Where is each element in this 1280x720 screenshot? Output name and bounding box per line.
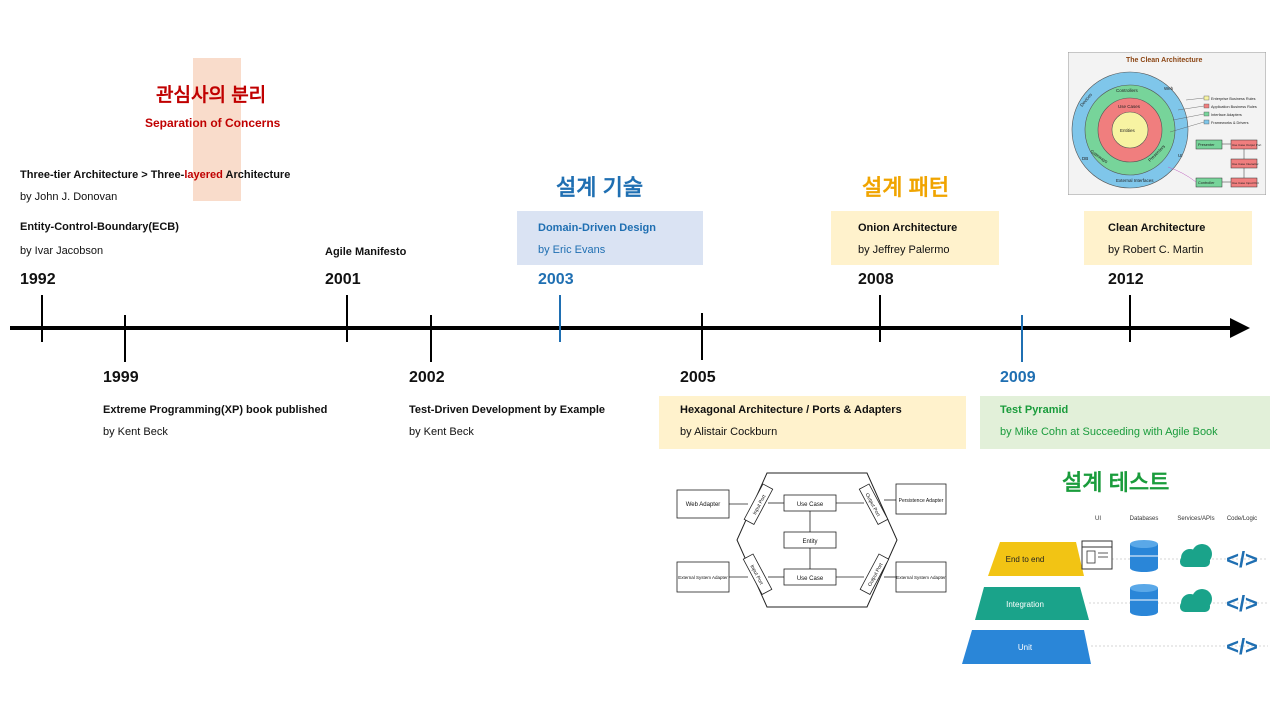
- hexagonal-diagram: Web Adapter Persistence Adapter External…: [676, 472, 947, 608]
- clean-controllers: Controllers: [1116, 88, 1139, 93]
- agile-title: Agile Manifesto: [325, 246, 407, 258]
- clean-title: Clean Architecture: [1108, 222, 1206, 234]
- tdd-by: by Kent Beck: [409, 426, 474, 438]
- clean-legend-3: Interface Adapters: [1211, 113, 1242, 117]
- year-2001: 2001: [325, 271, 361, 288]
- ecb-by: by Ivar Jacobson: [20, 245, 104, 257]
- tick-2012: [1129, 295, 1131, 342]
- ecb-title: Entity-Control-Boundary(ECB): [20, 221, 179, 233]
- clean-by: by Robert C. Martin: [1108, 244, 1204, 256]
- clean-diagram-title: The Clean Architecture: [1126, 57, 1202, 64]
- year-2003: 2003: [538, 271, 574, 288]
- onion-by: by Jeffrey Palermo: [858, 244, 950, 256]
- ddd-box: [517, 211, 703, 265]
- hexagonal-by: by Alistair Cockburn: [680, 426, 778, 438]
- tick-2005: [701, 313, 703, 360]
- clean-web: Web: [1164, 86, 1174, 91]
- pyramid-code-icon-1: </>: [1226, 547, 1258, 572]
- pyramid-cloud-icon-2: [1180, 589, 1212, 612]
- pyramid-level-e2e: End to end: [1006, 555, 1045, 564]
- tick-1999: [124, 315, 126, 362]
- hexagonal-box: [659, 396, 966, 449]
- year-1992: 1992: [20, 271, 56, 288]
- ddd-by: by Eric Evans: [538, 244, 606, 256]
- hex-persistence-adapter: Persistence Adapter: [899, 498, 944, 504]
- pyramid-by: by Mike Cohn at Succeeding with Agile Bo…: [1000, 426, 1218, 438]
- separation-title-kr: 관심사의 분리: [156, 85, 267, 106]
- clean-architecture-diagram: The Clean Architecture Entities Use Case…: [1068, 52, 1266, 195]
- three-tier-title: Three-tier Architecture > Three-layered …: [20, 169, 290, 181]
- year-2012: 2012: [1108, 271, 1144, 288]
- pyramid-col-databases: Databases: [1130, 516, 1159, 522]
- three-tier-highlight: layered: [184, 169, 223, 181]
- three-tier-pre: Three-tier Architecture > Three-: [20, 169, 185, 181]
- clean-use-cases: Use Cases: [1118, 104, 1141, 109]
- timeline-arrow-head: [1230, 318, 1250, 338]
- pyramid-level-unit: Unit: [1018, 643, 1033, 652]
- year-2005: 2005: [680, 369, 716, 386]
- layered-highlight-bar: [193, 58, 241, 201]
- onion-title: Onion Architecture: [858, 222, 958, 234]
- tdd-title: Test-Driven Development by Example: [409, 404, 606, 416]
- hex-entity: Entity: [802, 539, 817, 545]
- section-design-test: 설계 테스트: [1062, 470, 1170, 495]
- hex-external-right: External System Adapter: [896, 575, 946, 580]
- clean-flow-presenter: Presenter: [1198, 143, 1215, 147]
- test-pyramid-diagram: UI Databases Services/APIs Code/Logic En…: [962, 516, 1268, 664]
- clean-legend-4: Frameworks & Drivers: [1211, 121, 1249, 125]
- clean-flow-output-port: Use Case Output Port: [1232, 143, 1262, 147]
- year-2009: 2009: [1000, 369, 1036, 386]
- pyramid-ui-browser-icon: [1081, 540, 1113, 570]
- tick-2001: [346, 295, 348, 342]
- clean-db: DB: [1082, 156, 1088, 161]
- section-design-pattern: 설계 패턴: [862, 175, 950, 200]
- pyramid-code-icon-2: </>: [1226, 591, 1258, 616]
- three-tier-by: by John J. Donovan: [20, 191, 118, 203]
- pyramid-code-icon-3: </>: [1226, 634, 1258, 659]
- clean-flow-controller: Controller: [1198, 181, 1215, 185]
- hexagonal-title: Hexagonal Architecture / Ports & Adapter…: [680, 404, 902, 416]
- year-1999: 1999: [103, 369, 139, 386]
- xp-title: Extreme Programming(XP) book published: [103, 404, 328, 416]
- pyramid-database-icon-1: [1130, 540, 1158, 572]
- three-tier-post: Architecture: [222, 169, 291, 181]
- pyramid-database-icon-2: [1130, 584, 1158, 616]
- year-2002: 2002: [409, 369, 445, 386]
- pyramid-cloud-icon-1: [1180, 544, 1212, 567]
- year-2008: 2008: [858, 271, 894, 288]
- pyramid-col-ui: UI: [1095, 516, 1101, 522]
- clean-ui: UI: [1178, 153, 1183, 158]
- ddd-title: Domain-Driven Design: [538, 222, 656, 234]
- tick-1992: [41, 295, 43, 342]
- hex-external-left: External System Adapter: [678, 575, 728, 580]
- tick-2008: [879, 295, 881, 342]
- tick-2002: [430, 315, 432, 362]
- pyramid-col-services: Services/APIs: [1177, 516, 1214, 522]
- clean-legend-1: Enterprise Business Rules: [1211, 97, 1256, 101]
- tick-2009: [1021, 315, 1023, 362]
- clean-legend-2: Application Business Rules: [1211, 105, 1257, 109]
- tick-2003: [559, 295, 561, 342]
- separation-title-en: Separation of Concerns: [145, 116, 281, 130]
- onion-box: [831, 211, 999, 265]
- xp-by: by Kent Beck: [103, 426, 168, 438]
- pyramid-level-integration: Integration: [1006, 600, 1044, 609]
- section-design-tech: 설계 기술: [556, 175, 644, 200]
- clean-flow-interactor: Use Case Interactor: [1232, 162, 1259, 166]
- timeline-axis: [10, 326, 1235, 330]
- hex-use-case-top: Use Case: [797, 502, 824, 508]
- pyramid-col-code: Code/Logic: [1227, 516, 1257, 522]
- hex-web-adapter: Web Adapter: [686, 502, 721, 508]
- clean-flow-input-port: Use Case Input Port: [1232, 181, 1259, 185]
- pyramid-box: [980, 396, 1270, 449]
- pyramid-title: Test Pyramid: [1000, 404, 1069, 416]
- clean-entities: Entities: [1120, 128, 1136, 133]
- clean-box: [1084, 211, 1252, 265]
- clean-external: External Interfaces: [1116, 178, 1154, 183]
- hex-use-case-bottom: Use Case: [797, 576, 824, 582]
